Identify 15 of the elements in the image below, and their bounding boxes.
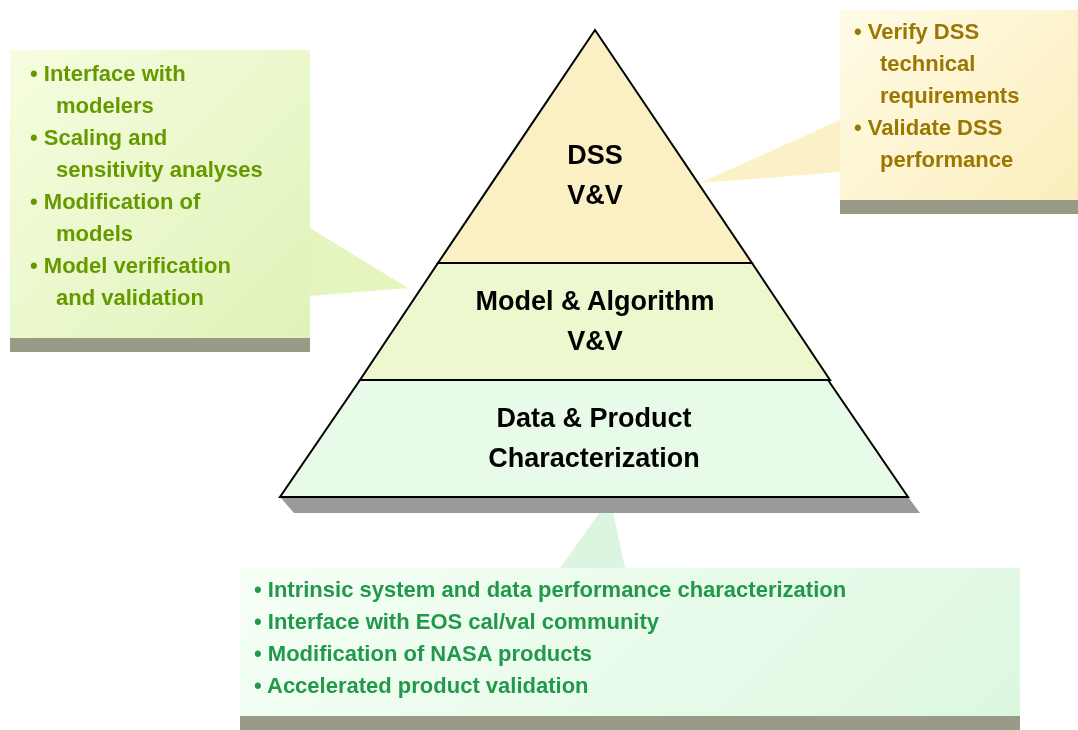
bullet-text: • Accelerated product validation [254,673,589,698]
bullet-text: • Modification of models [30,189,201,246]
layer-title: Model & Algorithm V&V [474,285,716,358]
bullet-text: • Intrinsic system and data performance characterization [254,577,847,602]
bullet-text: • Scaling and sensitivity analyses [30,125,263,182]
bullet-text: • Interface with EOS cal/val community [254,609,660,634]
callout-pointer [700,120,840,183]
bullet-text: • Modification of NASA products [254,641,593,666]
callout-pointer [310,228,408,296]
bullet-text: • Model verification and validation [30,253,231,310]
layer-title: DSS V&V [566,139,624,212]
bullet-text: • Validate DSS performance [854,115,1014,172]
bullet-text: • Verify DSS technical requirements [854,19,1020,108]
bullet-text: • Interface with modelers [30,61,186,118]
layer-title: Data & Product Characterization [487,402,701,475]
